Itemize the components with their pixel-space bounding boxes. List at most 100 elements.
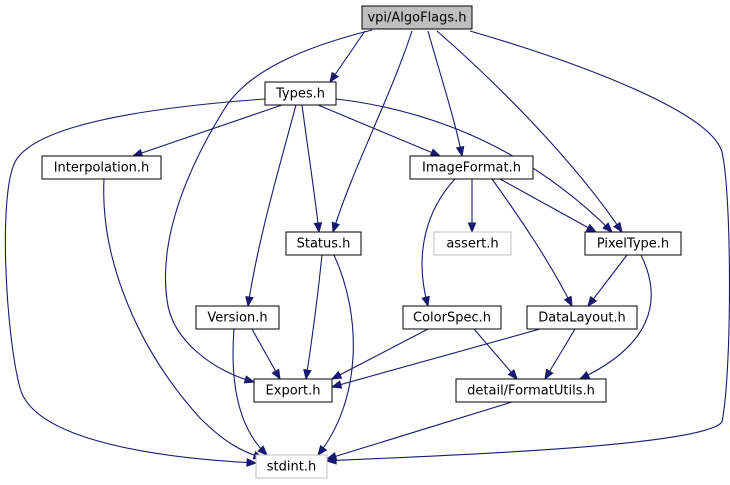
node-box — [264, 81, 337, 106]
edge-arrowhead — [330, 380, 343, 389]
node-datalayout[interactable]: DataLayout.h — [526, 305, 638, 330]
edge-imageformat-to-assert — [467, 179, 477, 234]
edge-line — [251, 328, 281, 380]
node-label: Export.h — [266, 384, 321, 399]
node-label: ImageFormat.h — [422, 161, 521, 176]
node-formatutils[interactable]: detail/FormatUtils.h — [455, 378, 607, 403]
edge-line — [317, 104, 441, 157]
node-box — [526, 305, 638, 330]
edge-line — [332, 30, 413, 233]
node-label: Types.h — [275, 87, 325, 102]
edge-arrowhead — [544, 368, 554, 381]
edge-pixeltype-to-datalayout — [587, 254, 628, 308]
edge-arrowhead — [317, 444, 328, 457]
edge-line — [499, 178, 597, 233]
edge-line — [579, 254, 652, 380]
edge-arrowhead — [421, 295, 430, 308]
edge-arrowhead — [246, 458, 258, 467]
edge-line — [427, 30, 463, 157]
edge-line — [164, 29, 373, 383]
node-label: Interpolation.h — [54, 161, 150, 176]
edge-arrowhead — [271, 368, 281, 381]
edge-arrowhead — [429, 148, 442, 157]
edge-line — [326, 401, 513, 460]
node-status[interactable]: Status.h — [285, 231, 362, 256]
node-label: ColorSpec.h — [413, 311, 491, 326]
edge-line — [301, 104, 320, 233]
edge-imageformat-to-pixeltype — [499, 178, 598, 233]
node-types[interactable]: Types.h — [264, 81, 337, 106]
edge-arrowhead — [243, 375, 256, 384]
edge-arrowhead — [131, 148, 144, 158]
node-box — [253, 378, 333, 403]
node-algoflags[interactable]: vpi/AlgoFlags.h — [361, 5, 473, 30]
edge-status-to-export — [303, 254, 323, 381]
edge-types-to-imageformat — [317, 104, 442, 157]
node-version[interactable]: Version.h — [195, 305, 280, 330]
node-box — [255, 454, 328, 479]
edge-arrowhead — [563, 295, 573, 308]
edge-line — [4, 98, 266, 464]
edge-types-to-stdint — [4, 98, 266, 467]
edge-datalayout-to-export — [330, 328, 541, 389]
edge-colorspec-to-formatutils — [473, 328, 518, 381]
edge-line — [587, 254, 628, 307]
edge-version-to-export — [251, 328, 281, 381]
edge-arrowhead — [257, 445, 268, 456]
edge-algoflags-to-export — [164, 29, 373, 384]
node-export[interactable]: Export.h — [253, 378, 333, 403]
edge-line — [335, 98, 613, 233]
edge-arrowhead — [331, 221, 340, 234]
edge-line — [436, 30, 623, 233]
node-label: vpi/AlgoFlags.h — [367, 11, 466, 26]
node-box — [195, 305, 280, 330]
node-box — [402, 305, 502, 330]
edge-imageformat-to-colorspec — [421, 178, 456, 308]
node-interpolation[interactable]: Interpolation.h — [41, 155, 162, 180]
edge-line — [232, 328, 268, 456]
edge-arrowhead — [329, 71, 339, 84]
edge-arrowhead — [455, 145, 465, 158]
node-box — [409, 155, 534, 180]
edge-arrowhead — [585, 223, 598, 233]
edge-algoflags-to-imageformat — [427, 30, 465, 158]
edge-arrowhead — [245, 295, 254, 308]
edge-line — [329, 30, 366, 83]
node-assert[interactable]: assert.h — [433, 231, 512, 256]
edge-arrowhead — [313, 222, 323, 234]
node-box — [584, 231, 682, 256]
edge-imageformat-to-datalayout — [491, 178, 573, 308]
edge-types-to-interpolation — [131, 104, 283, 158]
edge-line — [331, 328, 541, 388]
edge-line — [421, 178, 456, 307]
node-colorspec[interactable]: ColorSpec.h — [402, 305, 502, 330]
edge-line — [103, 178, 264, 459]
edge-version-to-stdint — [232, 328, 268, 456]
edge-types-to-pixeltype — [335, 98, 613, 233]
node-stdint[interactable]: stdint.h — [255, 454, 328, 479]
edge-line — [544, 328, 576, 380]
node-label: Version.h — [207, 311, 267, 326]
edge-arrowhead — [467, 222, 477, 234]
node-imageformat[interactable]: ImageFormat.h — [409, 155, 534, 180]
edge-types-to-status — [301, 104, 323, 234]
edge-line — [132, 104, 283, 157]
edge-line — [247, 104, 297, 307]
edge-status-to-stdint — [317, 254, 354, 457]
edge-types-to-version — [245, 104, 297, 308]
edge-datalayout-to-formatutils — [544, 328, 576, 381]
edge-arrowhead — [303, 368, 312, 381]
edge-arrowhead — [613, 221, 623, 234]
edge-line — [326, 30, 730, 462]
edge-line — [305, 254, 323, 380]
node-box — [361, 5, 473, 30]
node-box — [455, 378, 607, 403]
node-label: detail/FormatUtils.h — [467, 384, 595, 399]
node-pixeltype[interactable]: PixelType.h — [584, 231, 682, 256]
node-label: PixelType.h — [597, 237, 669, 252]
edge-arrowhead — [507, 368, 518, 381]
edge-formatutils-to-stdint — [325, 401, 513, 461]
edge-arrowhead — [325, 452, 338, 461]
